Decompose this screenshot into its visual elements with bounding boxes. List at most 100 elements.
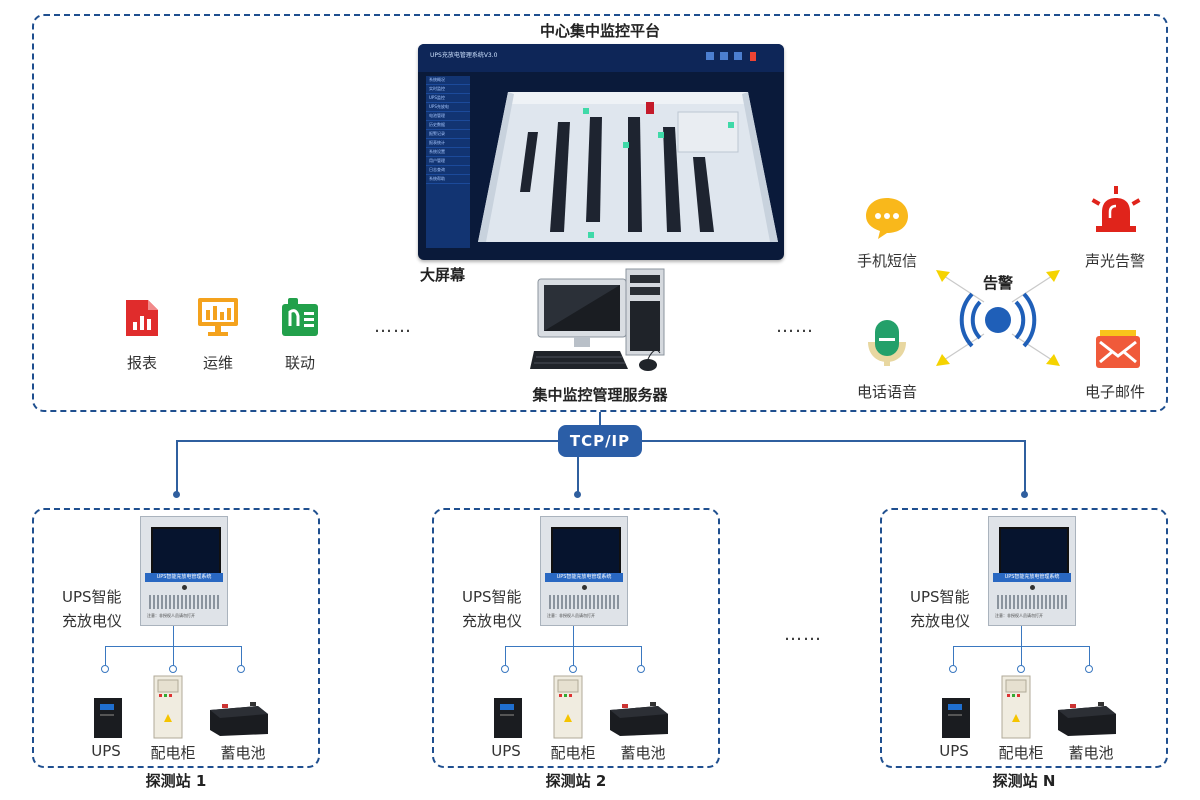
station-node <box>637 665 645 673</box>
station-name: 探测站 1 <box>145 772 207 790</box>
station-drop <box>173 646 174 666</box>
big-screen-menu-item: 实时监控 <box>426 85 470 94</box>
device-warning-note: 注意：非授权人员请勿打开 <box>147 613 195 618</box>
battery-icon <box>610 702 668 736</box>
device-grill <box>549 595 619 609</box>
device-grill <box>997 595 1067 609</box>
station-name: 探测站 N <box>992 772 1056 790</box>
datacenter-3d-view <box>478 92 778 242</box>
network-drop-1 <box>176 440 178 494</box>
platform-title: 中心集中监控平台 <box>539 22 660 40</box>
station-drop <box>953 646 954 666</box>
big-screen-menu-item: 用户管理 <box>426 157 470 166</box>
ups-charger-device: UPS智能充放电管理系统 注意：非授权人员请勿打开 <box>540 516 628 626</box>
device-label-line2: 充放电仪 <box>62 612 123 630</box>
central-platform-box <box>32 14 1168 412</box>
equipment-label-cabinet: 配电柜 <box>150 744 196 762</box>
device-knob <box>182 585 187 590</box>
report-label: 报表 <box>126 354 157 372</box>
network-drop-n <box>1024 440 1026 494</box>
sms-icon <box>866 198 908 239</box>
equipment-label-ups: UPS <box>91 742 121 760</box>
station-trunk <box>1021 626 1022 646</box>
station-box <box>880 508 1168 768</box>
big-screen-menu-item: 报警记录 <box>426 130 470 139</box>
device-grill <box>149 595 219 609</box>
tcp-ip-badge: TCP/IP <box>558 425 642 457</box>
server-computer-icon <box>530 268 665 371</box>
station-drop <box>241 646 242 666</box>
big-screen-app-title: UPS充放电管理系统V3.0 <box>430 52 498 59</box>
station-drop <box>105 646 106 666</box>
device-band-label: UPS智能充放电管理系统 <box>145 573 223 582</box>
station-node <box>569 665 577 673</box>
distribution-cabinet-icon <box>1001 675 1031 739</box>
equipment-label-battery: 蓄电池 <box>1068 744 1114 762</box>
battery-icon <box>210 702 268 736</box>
equipment-label-ups: UPS <box>939 742 969 760</box>
ellipsis-right: …… <box>776 316 814 337</box>
maintenance-label: 运维 <box>202 354 233 372</box>
equipment-label-cabinet: 配电柜 <box>998 744 1044 762</box>
big-screen-menu-item: 历史数据 <box>426 121 470 130</box>
station-node <box>949 665 957 673</box>
equipment-label-battery: 蓄电池 <box>220 744 266 762</box>
big-screen-menu-item: 系统概况 <box>426 76 470 85</box>
network-trunk <box>599 412 601 426</box>
station-trunk <box>173 626 174 646</box>
device-screen <box>151 527 221 575</box>
station-drop <box>505 646 506 666</box>
big-screen-menu-item: 日志查询 <box>426 166 470 175</box>
ups-icon <box>94 698 122 738</box>
network-drop-2 <box>577 440 579 494</box>
equipment-label-ups: UPS <box>491 742 521 760</box>
ellipsis-left: …… <box>374 316 412 337</box>
big-screen-menu-item: UPS监控 <box>426 94 470 103</box>
station-node <box>101 665 109 673</box>
big-screen-label: 大屏幕 <box>420 266 466 284</box>
siren-label: 声光告警 <box>1084 252 1145 270</box>
toolbar-icon <box>706 52 714 60</box>
device-label-line2: 充放电仪 <box>462 612 523 630</box>
station-node <box>501 665 509 673</box>
ups-icon <box>494 698 522 738</box>
network-node <box>574 491 581 498</box>
device-label-line1: UPS智能 <box>910 588 970 606</box>
station-box <box>432 508 720 768</box>
device-knob <box>1030 585 1035 590</box>
siren-icon <box>1091 186 1141 232</box>
ups-charger-device: UPS智能充放电管理系统 注意：非授权人员请勿打开 <box>988 516 1076 626</box>
station-drop <box>573 646 574 666</box>
email-icon <box>1096 330 1140 368</box>
device-label-line2: 充放电仪 <box>910 612 971 630</box>
device-label-line1: UPS智能 <box>62 588 122 606</box>
station-node <box>1017 665 1025 673</box>
big-screen-header: UPS充放电管理系统V3.0 <box>418 44 784 72</box>
device-knob <box>582 585 587 590</box>
device-screen <box>551 527 621 575</box>
report-icon <box>126 300 158 336</box>
ellipsis-stations: …… <box>784 624 822 645</box>
station-node <box>169 665 177 673</box>
maintenance-icon <box>198 298 238 336</box>
alert-icon <box>750 52 756 61</box>
device-band-label: UPS智能充放电管理系统 <box>545 573 623 582</box>
battery-icon <box>1058 702 1116 736</box>
station-box <box>32 508 320 768</box>
big-screen-menu-item: 系统帮助 <box>426 175 470 184</box>
station-drop <box>641 646 642 666</box>
server-label: 集中监控管理服务器 <box>532 386 668 404</box>
distribution-cabinet-icon <box>153 675 183 739</box>
device-band-label: UPS智能充放电管理系统 <box>993 573 1071 582</box>
device-warning-note: 注意：非授权人员请勿打开 <box>995 613 1043 618</box>
station-name: 探测站 2 <box>545 772 607 790</box>
device-screen <box>999 527 1069 575</box>
station-node <box>1085 665 1093 673</box>
ups-icon <box>942 698 970 738</box>
station-drop <box>1089 646 1090 666</box>
big-screen-menu-item: 电池管理 <box>426 112 470 121</box>
toolbar-icon <box>720 52 728 60</box>
phone-voice-label: 电话语音 <box>856 383 917 401</box>
